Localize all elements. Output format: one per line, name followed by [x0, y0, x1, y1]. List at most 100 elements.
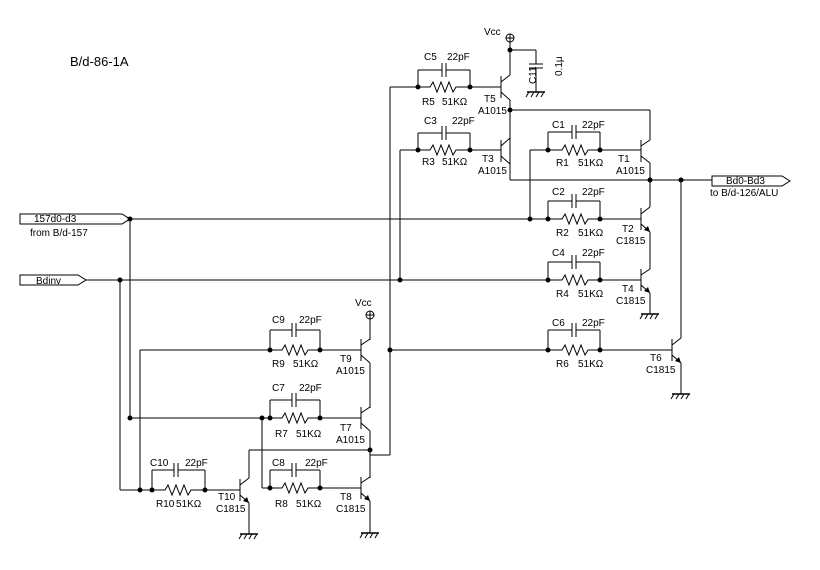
vcc-label: Vcc: [484, 27, 501, 38]
c3-name: C3: [424, 116, 437, 127]
c7-name: C7: [272, 383, 285, 394]
r5-name: R5: [422, 97, 435, 108]
t2-name: T2: [622, 224, 634, 235]
c6-value: 22pF: [582, 318, 605, 329]
c4-value: 22pF: [582, 248, 605, 259]
t6-name: T6: [650, 353, 662, 364]
c1-name: C1: [552, 120, 565, 131]
input-port-label: 157d0-d3: [34, 214, 77, 225]
t10-part: C1815: [216, 504, 246, 515]
transistor-t4: T4 C1815: [616, 268, 660, 320]
t5-part: A1015: [478, 106, 507, 117]
t9-part: A1015: [336, 366, 365, 377]
c5-value: 22pF: [447, 52, 470, 63]
r4-name: R4: [556, 289, 569, 300]
r10-value: 51KΩ: [176, 499, 202, 510]
c11-value: 0.1μ: [554, 56, 565, 76]
r7-value: 51KΩ: [296, 429, 322, 440]
transistor-t1: T1 A1015: [616, 139, 651, 207]
capacitor-c9: C9 22pF: [269, 315, 322, 350]
r1-name: R1: [556, 158, 569, 169]
c10-name: C10: [150, 458, 169, 469]
resistor-r4: R4 51KΩ: [548, 273, 641, 300]
r8-value: 51KΩ: [296, 499, 322, 510]
r3-value: 51KΩ: [442, 157, 468, 168]
c6-name: C6: [552, 318, 565, 329]
transistor-t10: T10 C1815: [216, 449, 370, 540]
resistor-r2: R2 51KΩ: [548, 212, 641, 239]
t3-part: A1015: [478, 166, 507, 177]
capacitor-c2: C2 22pF: [547, 187, 605, 219]
capacitor-c7: C7 22pF: [269, 383, 322, 418]
c3-value: 22pF: [452, 116, 475, 127]
t10-name: T10: [218, 492, 236, 503]
capacitor-c6: C6 22pF: [547, 318, 605, 350]
c1-value: 22pF: [582, 120, 605, 131]
t4-name: T4: [622, 284, 634, 295]
output-port-destination: to B/d-126/ALU: [710, 188, 778, 199]
output-port-label: Bd0-Bd3: [726, 176, 765, 187]
resistor-r7: R7 51KΩ: [130, 411, 361, 440]
input-port-bdinv: Bdinv: [19, 274, 87, 287]
t4-part: C1815: [616, 296, 646, 307]
vcc-label: Vcc: [355, 298, 372, 309]
capacitor-c3: C3 22pF: [417, 116, 475, 150]
c9-name: C9: [272, 315, 285, 326]
t1-part: A1015: [616, 166, 645, 177]
t1-name: T1: [618, 154, 630, 165]
capacitor-c1: C1 22pF: [547, 120, 605, 150]
r7-name: R7: [275, 429, 288, 440]
transistor-t5: T5 A1015: [470, 74, 511, 180]
t7-part: A1015: [336, 435, 365, 446]
capacitor-c10: C10 22pF: [150, 458, 208, 490]
capacitor-c11: C11 0.1μ: [525, 56, 565, 98]
input-port-source: from B/d-157: [30, 228, 88, 239]
transistor-t2: T2 C1815: [616, 206, 651, 269]
c5-name: C5: [424, 52, 437, 63]
resistor-r10: R10 51KΩ: [120, 483, 240, 510]
resistor-r8: R8 51KΩ: [262, 481, 361, 510]
wire-bus: [86, 179, 712, 351]
r1-value: 51KΩ: [578, 158, 604, 169]
t7-name: T7: [340, 423, 352, 434]
t3-name: T3: [482, 154, 494, 165]
capacitor-c8: C8 22pF: [269, 458, 328, 488]
r3-name: R3: [422, 157, 435, 168]
c11-name: C11: [528, 66, 539, 84]
r8-name: R8: [275, 499, 288, 510]
c10-value: 22pF: [185, 458, 208, 469]
r2-name: R2: [556, 228, 569, 239]
r6-value: 51KΩ: [578, 359, 604, 370]
t8-part: C1815: [336, 504, 366, 515]
transistor-t3: T3 A1015: [470, 137, 511, 177]
t2-part: C1815: [616, 236, 646, 247]
t5-name: T5: [484, 94, 496, 105]
output-port-bd0-bd3: Bd0-Bd3 to B/d-126/ALU: [710, 175, 791, 199]
r9-name: R9: [272, 359, 285, 370]
capacitor-c4: C4 22pF: [547, 248, 605, 280]
r6-name: R6: [556, 359, 569, 370]
resistor-r3: R3 51KΩ: [400, 143, 470, 168]
r5-value: 51KΩ: [442, 97, 468, 108]
transistor-t8: T8 C1815: [336, 476, 380, 539]
r10-name: R10: [156, 499, 175, 510]
r2-value: 51KΩ: [578, 228, 604, 239]
c8-value: 22pF: [305, 458, 328, 469]
c2-value: 22pF: [582, 187, 605, 198]
c4-name: C4: [552, 248, 565, 259]
resistor-r9: R9 51KΩ: [140, 343, 361, 370]
resistor-r1: R1 51KΩ: [548, 143, 641, 169]
resistor-r6: R6 51KΩ: [548, 343, 672, 370]
resistor-r5: R5 51KΩ: [390, 80, 470, 108]
r9-value: 51KΩ: [293, 359, 319, 370]
c9-value: 22pF: [299, 315, 322, 326]
vcc-mid: Vcc: [355, 298, 375, 340]
input-port-label: Bdinv: [36, 276, 61, 287]
transistor-t7: T7 A1015: [336, 406, 371, 478]
schematic-title: B/d-86-1A: [70, 54, 129, 69]
r4-value: 51KΩ: [578, 289, 604, 300]
c7-value: 22pF: [299, 383, 322, 394]
capacitor-c5: C5 22pF: [417, 52, 471, 87]
t9-name: T9: [340, 354, 352, 365]
